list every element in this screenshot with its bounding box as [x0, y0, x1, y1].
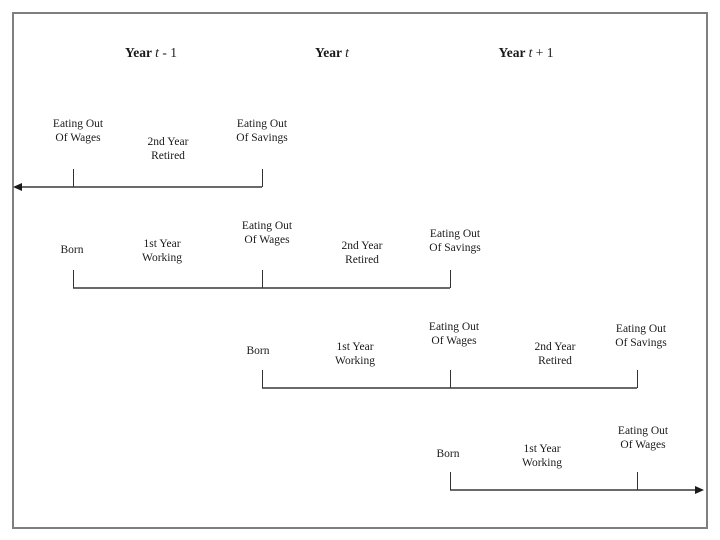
generation-born-year-t-line — [262, 387, 637, 389]
generation-born-year-t-minus-1-tick — [261, 270, 263, 288]
generation-ending-year-t-minus-1-label: Eating Out Of Savings — [236, 118, 288, 144]
header-variable-t: t — [345, 45, 349, 60]
generation-born-year-t-label: 1st Year Working — [335, 341, 375, 367]
generation-born-year-t-plus-1-tick — [636, 472, 638, 490]
column-header-year-t-minus-1: Year t - 1 — [125, 45, 177, 60]
generation-born-year-t-plus-1-label: 1st Year Working — [522, 443, 562, 469]
generation-born-year-t-label: Born — [246, 345, 270, 357]
generation-ending-year-t-minus-1-tick — [261, 169, 263, 187]
generation-born-year-t-label: 2nd Year Retired — [534, 341, 576, 367]
generation-born-year-t-minus-1-label: Born — [60, 244, 84, 256]
generation-born-year-t-minus-1-label: Eating Out Of Wages — [241, 220, 293, 246]
header-bold-text: Year — [315, 45, 346, 60]
generation-born-year-t-plus-1-tick — [449, 472, 451, 490]
column-header-year-t-plus-1: Year t + 1 — [498, 45, 553, 60]
generation-born-year-t-tick — [449, 370, 451, 388]
header-bold-text: Year — [498, 45, 529, 60]
generation-born-year-t-minus-1-label: 2nd Year Retired — [341, 240, 383, 266]
header-variable-t: t — [155, 45, 159, 60]
header-suffix: - 1 — [158, 45, 177, 60]
diagram-border — [12, 12, 708, 529]
generation-born-year-t-minus-1-tick — [72, 270, 74, 288]
header-suffix: + 1 — [532, 45, 554, 60]
column-header-year-t: Year t — [315, 45, 349, 60]
generation-born-year-t-plus-1-line — [450, 489, 695, 491]
generation-born-year-t-label: Eating Out Of Wages — [428, 321, 480, 347]
generation-ending-year-t-minus-1-label: Eating Out Of Wages — [52, 118, 104, 144]
generation-born-year-t-label: Eating Out Of Savings — [615, 323, 667, 349]
generation-ending-year-t-minus-1-tick — [72, 169, 74, 187]
generation-ending-year-t-minus-1-line — [22, 186, 262, 188]
header-variable-t: t — [528, 45, 533, 60]
generation-born-year-t-plus-1-label: Eating Out Of Wages — [617, 425, 669, 451]
generation-born-year-t-tick — [261, 370, 263, 388]
generation-born-year-t-tick — [636, 370, 638, 388]
generation-ending-year-t-minus-1-label: 2nd Year Retired — [147, 136, 189, 162]
header-bold-text: Year — [125, 45, 156, 60]
generation-born-year-t-plus-1-arrow-right-icon — [695, 486, 704, 494]
generation-ending-year-t-minus-1-arrow-left-icon — [13, 183, 22, 191]
generation-born-year-t-minus-1-label: Eating Out Of Savings — [429, 228, 481, 254]
generation-born-year-t-plus-1-label: Born — [436, 448, 460, 460]
generation-born-year-t-minus-1-line — [73, 287, 450, 289]
generation-born-year-t-minus-1-tick — [449, 270, 451, 288]
generation-born-year-t-minus-1-label: 1st Year Working — [142, 238, 182, 264]
